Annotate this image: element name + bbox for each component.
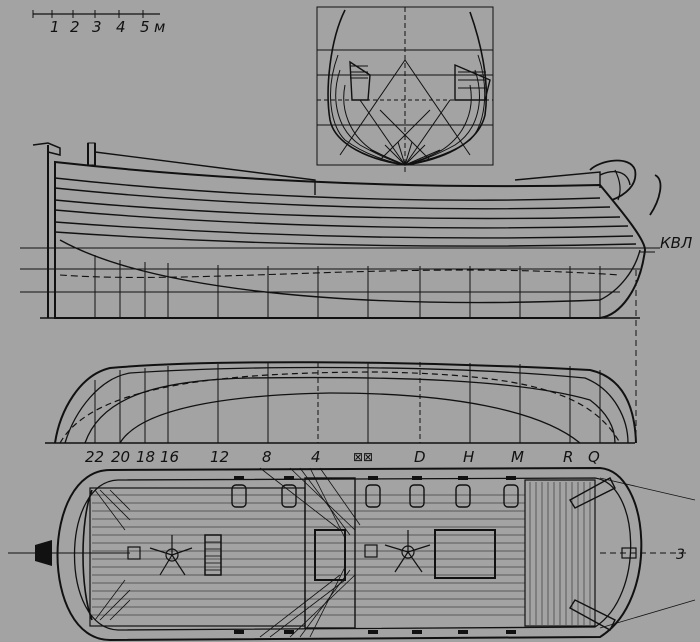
- frame-labels: 22 20 18 16 12 8 4 ⊠⊠ D H M R Q: [85, 448, 600, 466]
- frame-label-R: R: [563, 448, 573, 466]
- frame-label-12: 12: [210, 448, 229, 466]
- scale-tick-1: 1: [50, 18, 60, 36]
- frame-midship-mark: ⊠⊠: [353, 450, 373, 464]
- waterline-label: КВЛ: [660, 234, 692, 252]
- scale-tick-5: 5: [140, 18, 150, 36]
- frame-label-H: H: [463, 448, 474, 466]
- scale-bar: 1 2 3 4 5 м: [32, 10, 165, 36]
- body-plan: [316, 6, 494, 175]
- frame-label-8: 8: [262, 448, 272, 466]
- scale-unit: м: [154, 18, 165, 36]
- frame-label-16: 16: [160, 448, 179, 466]
- frame-label-D: D: [414, 448, 426, 466]
- bow-marker: 3: [676, 547, 685, 563]
- scale-tick-3: 3: [92, 18, 102, 36]
- half-breadth-plan: [45, 270, 637, 444]
- profile-view: КВЛ: [20, 142, 692, 319]
- scale-tick-4: 4: [116, 18, 126, 36]
- scale-tick-2: 2: [70, 18, 80, 36]
- frame-label-20: 20: [111, 448, 130, 466]
- deck-plan: 3: [8, 466, 696, 642]
- frame-label-4: 4: [311, 448, 321, 466]
- frame-label-M: M: [511, 448, 524, 466]
- frame-label-22: 22: [85, 448, 104, 466]
- frame-label-Q: Q: [588, 448, 600, 466]
- frame-label-18: 18: [136, 448, 155, 466]
